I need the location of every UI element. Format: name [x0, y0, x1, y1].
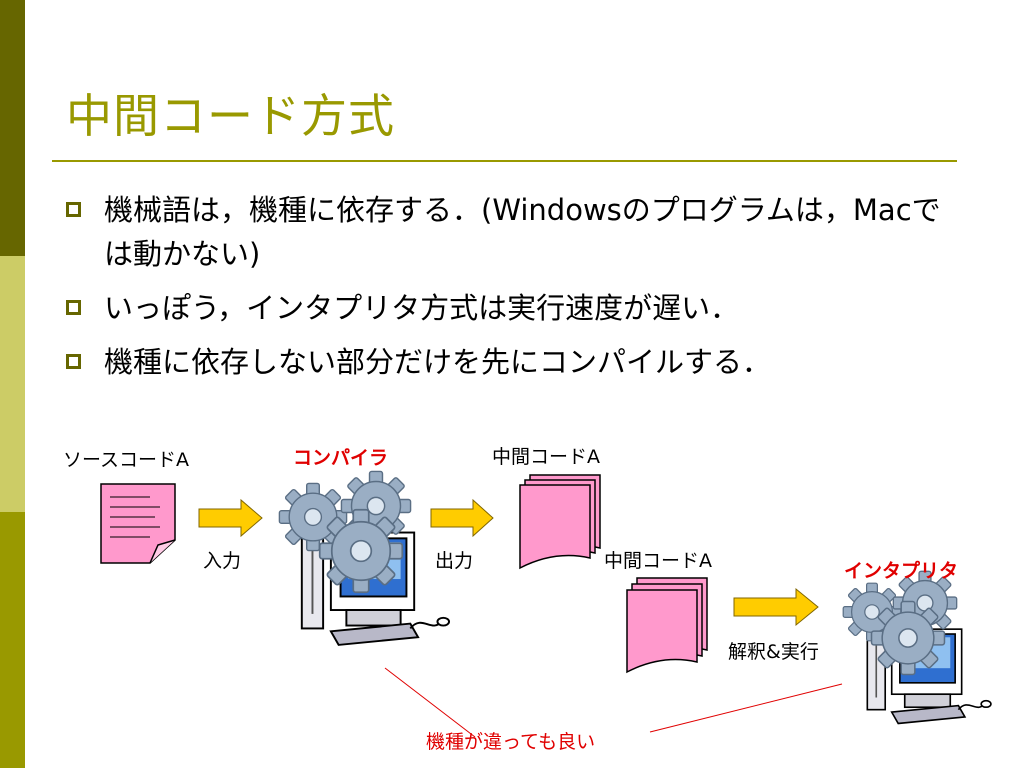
machine-independent-note: 機種が違っても良い — [426, 731, 596, 753]
intermediate-code-stack-icon-2 — [626, 577, 708, 674]
sidebar-decoration — [0, 0, 25, 768]
intermediate-code-stack-icon — [519, 474, 601, 570]
sidebar-segment-middle — [0, 256, 25, 512]
bullet-text: いっぽう，インタプリタ方式は実行速度が遅い． — [104, 291, 740, 325]
interpret-execute-label: 解釈&実行 — [728, 641, 819, 663]
bullet-text: 機械語は，機種に依存する．(Windowsのプログラムは，Macでは動かない) — [104, 193, 941, 271]
bullet-item: いっぽう，インタプリタ方式は実行速度が遅い． — [66, 286, 966, 330]
bullet-item: 機械語は，機種に依存する．(Windowsのプログラムは，Macでは動かない) — [66, 188, 966, 276]
intermediate-code-label: 中間コードA — [492, 446, 600, 468]
input-arrow-icon — [198, 498, 263, 538]
output-arrow-icon — [430, 498, 494, 538]
source-code-label: ソースコードA — [63, 449, 190, 471]
bullet-item: 機種に依存しない部分だけを先にコンパイルする． — [66, 340, 966, 384]
compiler-gears-icon — [278, 470, 412, 594]
note-connector-left — [384, 667, 476, 738]
output-label: 出力 — [435, 550, 474, 572]
bullet-list: 機械語は，機種に依存する．(Windowsのプログラムは，Macでは動かない) … — [66, 188, 966, 394]
source-document-icon — [100, 483, 176, 564]
note-connector-right — [649, 683, 843, 733]
slide-title: 中間コード方式 — [66, 89, 395, 143]
title-divider — [52, 160, 957, 162]
input-label: 入力 — [203, 550, 242, 572]
bullet-square-icon — [66, 202, 81, 217]
bullet-square-icon — [66, 354, 81, 369]
sidebar-segment-top — [0, 0, 25, 256]
sidebar-segment-bottom — [0, 512, 25, 768]
bullet-square-icon — [66, 300, 81, 315]
intermediate-code-label-2: 中間コードA — [604, 550, 712, 572]
compiler-label: コンパイラ — [293, 447, 389, 469]
bullet-text: 機種に依存しない部分だけを先にコンパイルする． — [104, 345, 772, 379]
interpret-arrow-icon — [733, 587, 819, 627]
interpreter-label: インタプリタ — [844, 560, 959, 582]
